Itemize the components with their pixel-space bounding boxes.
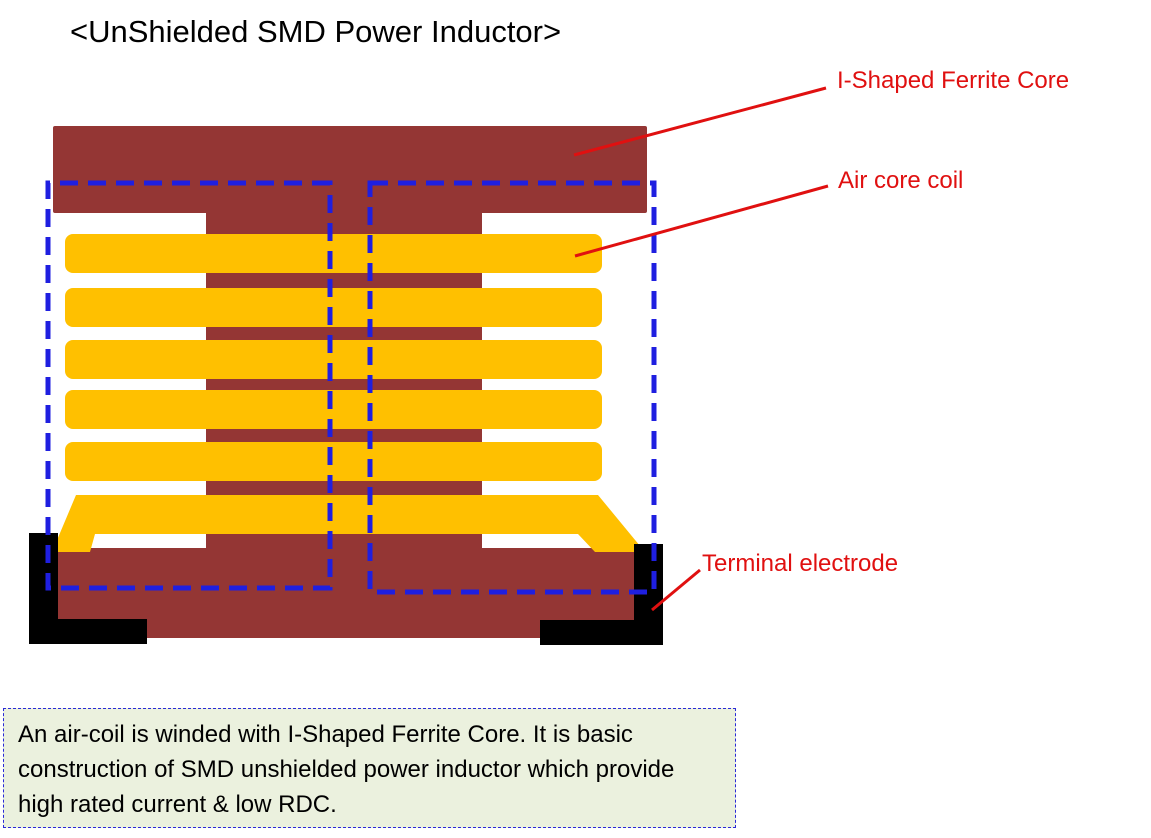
diagram-title: <UnShielded SMD Power Inductor> — [70, 14, 562, 49]
coil-turn — [65, 390, 602, 429]
core-top-flange — [53, 126, 647, 213]
ferrite-core — [53, 126, 647, 638]
coil-lead-turn — [52, 495, 645, 552]
callout-lines — [573, 86, 829, 612]
caption-box: An air-coil is winded with I-Shaped Ferr… — [3, 708, 736, 828]
right-terminal-foot — [540, 620, 663, 645]
coil-turn — [65, 340, 602, 379]
terminal-electrodes — [29, 533, 663, 645]
caption-text: An air-coil is winded with I-Shaped Ferr… — [18, 721, 675, 818]
flux-path — [45, 180, 657, 595]
core-label: I-Shaped Ferrite Core — [837, 67, 1070, 94]
coil-turn — [65, 234, 602, 273]
flux-loop-left — [45, 180, 333, 591]
air-core-coil — [52, 234, 645, 552]
terminal-callout-line — [651, 568, 701, 612]
core-callout-line — [573, 86, 827, 157]
coil-turn — [65, 288, 602, 327]
coil-callout-line — [574, 184, 829, 258]
left-terminal-foot — [29, 619, 147, 644]
coil-turn — [65, 442, 602, 481]
coil-label: Air core coil — [838, 167, 964, 194]
terminal-label: Terminal electrode — [702, 550, 899, 577]
